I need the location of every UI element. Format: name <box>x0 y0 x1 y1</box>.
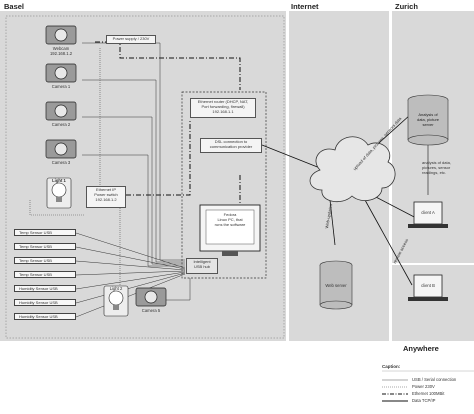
usb-line-sensor7 <box>75 273 186 318</box>
camera-5-icon <box>135 287 167 307</box>
analysis-line-1: analysis of data, <box>422 160 451 165</box>
sensor-5: Humidity Sensor USB <box>14 285 76 292</box>
hub-line-2: USB hub <box>193 264 210 269</box>
tcp-line-cloud-clientB <box>364 199 413 286</box>
region-basel: Basel <box>4 2 25 11</box>
webserver-cylinder <box>319 260 353 310</box>
server-line-3: server <box>422 122 434 127</box>
pc-line-2: Linux PC, that <box>217 217 243 222</box>
analysis-server-cylinder <box>407 94 449 146</box>
dsl-line-2: communication provider <box>209 144 253 149</box>
analysis-line-2: pictures, sensor <box>422 165 451 170</box>
region-anywhere: Anywhere <box>403 344 439 353</box>
sensor-7: Humidity Sensor USB <box>14 313 76 320</box>
camera-1-label: Camera 1 <box>51 84 71 89</box>
pc-line-3: runs the software <box>214 222 246 227</box>
usb-line-sensor3 <box>75 260 186 271</box>
usb-line-sensor1 <box>75 232 186 269</box>
caption-item-tcp: Data TCP/IP <box>412 398 436 403</box>
usb-line-sensor5 <box>75 271 186 290</box>
client-b-label: client B <box>421 283 435 288</box>
analysis-line-3: readings, etc. <box>422 170 447 175</box>
basel-boundary <box>5 15 285 339</box>
router-enclosure <box>181 91 267 279</box>
webcam-label: Webcam <box>52 46 70 51</box>
switch-line-3: 192.168.1.2 <box>95 197 117 202</box>
power-supply-label: Power supply / 230V <box>112 36 150 41</box>
router-line-3: 192.168.1.1 <box>212 109 234 114</box>
light-bulb-2-icon <box>103 285 129 317</box>
linux-pc-monitor <box>199 204 261 256</box>
router-box: Ethernet router (DHCP, NAT, Port forward… <box>190 98 256 118</box>
ethernet-line-switch <box>126 120 191 196</box>
usb-line-camera5 <box>165 278 191 301</box>
client-a-label: client A <box>421 210 435 215</box>
sensor-2: Temp Sensor USB <box>14 243 76 250</box>
pc-line-1: Fedora <box>223 212 237 217</box>
switch-line-2: Power switch <box>94 192 118 197</box>
usb-line-sensor6 <box>75 272 186 304</box>
caption-item-usb: USB / Serial connection <box>412 377 457 382</box>
caption-title: Caption: <box>382 364 401 369</box>
tcp-line-dsl-cloud <box>261 144 326 171</box>
caption-item-power: Power 230V <box>412 384 435 389</box>
dsl-line-1: DSL connection to <box>214 139 248 144</box>
light-1-label: Light 1 <box>52 178 66 183</box>
ethernet-line-webcam <box>95 41 241 90</box>
hub-line-1: Intelligent <box>193 259 211 264</box>
usb-line-camera2 <box>82 116 185 265</box>
region-zurich: Zurich <box>395 2 418 11</box>
caption-item-ethernet: Ethernet 100MBit <box>412 391 445 396</box>
router-line-1: Ethernet router (DHCP, NAT, <box>197 99 249 104</box>
internet-cloud <box>309 136 396 203</box>
webcam-icon <box>45 25 77 45</box>
tcp-line-cloud-clientA <box>371 194 421 221</box>
usb-line-camera1 <box>82 79 185 263</box>
router-line-2: Port forwarding, firewall) <box>201 104 245 109</box>
client-a-laptop <box>408 201 448 228</box>
usb-line-sensor4 <box>75 270 186 276</box>
usb-hub-box: Intelligent USB hub <box>186 258 218 274</box>
server-line-1: Analysis of <box>418 112 438 117</box>
webserver-label: Web server <box>325 283 347 288</box>
usb-line-sensor2 <box>75 246 186 270</box>
tcp-line-cloud-webserver <box>329 199 336 246</box>
sensor-6: Humidity Sensor USB <box>14 299 76 306</box>
ethernet-switch-box: Ethernet IP Power switch 192.168.1.2 <box>86 186 126 208</box>
region-internet: Internet <box>291 2 319 11</box>
camera-3-icon <box>45 139 77 159</box>
dsl-box: DSL connection to communication provider <box>200 138 262 153</box>
linux-pc-label: Fedora Linux PC, that runs the software <box>206 212 254 227</box>
camera-2-icon <box>45 101 77 121</box>
analysis-server-label: Analysis of data, picture server <box>410 112 446 127</box>
camera-2-label: Camera 2 <box>51 122 71 127</box>
usb-line-camera3 <box>82 154 185 267</box>
sensor-4: Temp Sensor USB <box>14 271 76 278</box>
light-2-label: Light 2 <box>109 286 123 291</box>
server-line-2: data, picture <box>416 117 439 122</box>
camera-1-icon <box>45 63 77 83</box>
sensor-3: Temp Sensor USB <box>14 257 76 264</box>
sensor-1: Temp Sensor USB <box>14 229 76 236</box>
switch-line-1: Ethernet IP <box>95 187 116 192</box>
light-bulb-1-icon <box>46 177 72 209</box>
webcam-ip: 192.168.1.2 <box>49 51 73 56</box>
camera-3-label: Camera 3 <box>51 160 71 165</box>
analysis-desc: analysis of data, pictures, sensor readi… <box>422 160 470 175</box>
client-b-laptop <box>408 274 448 301</box>
power-supply-box: Power supply / 230V <box>106 35 156 44</box>
camera-5-label: Camera 5 <box>141 308 161 313</box>
power-line-light1 <box>29 200 85 216</box>
